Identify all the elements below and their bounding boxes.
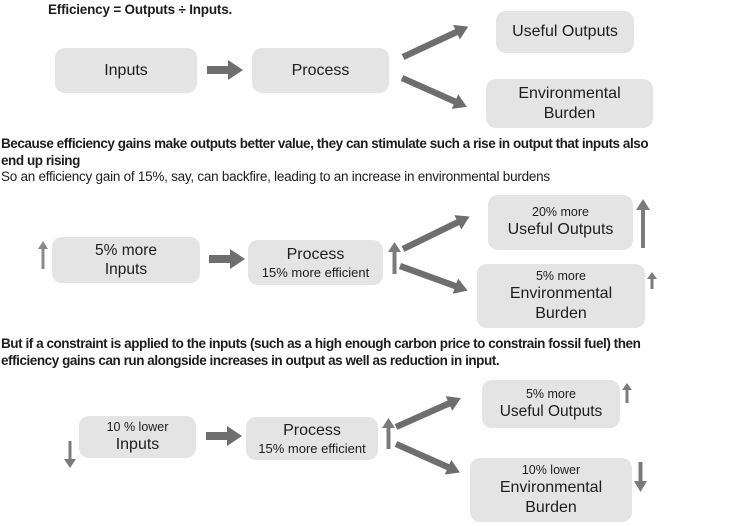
inputs-box: Inputs — [55, 48, 197, 93]
inputs-box: 5% more Inputs — [52, 237, 200, 283]
environmental-burden-box-label2: Environmental — [509, 284, 613, 302]
process-box: Process 15% more efficient — [248, 240, 383, 285]
useful-outputs-box: 5% more Useful Outputs — [482, 380, 620, 428]
process-box-label: Process — [291, 61, 350, 79]
environmental-burden-box-label1: 10% lower — [521, 462, 581, 477]
useful-outputs-box-label1: 20% more — [532, 205, 589, 219]
useful-outputs-box-label2: Useful Outputs — [499, 403, 603, 420]
inputs-box-label1: 10 % lower — [106, 419, 169, 434]
section3-text: But if a constraint is applied to the in… — [1, 336, 641, 369]
section2-text: Because efficiency gains make outputs be… — [1, 136, 649, 185]
useful-outputs-box-label2: Useful Outputs — [507, 221, 614, 238]
down-arrow-icon — [634, 462, 647, 492]
right-arrow-icon — [207, 60, 243, 80]
environmental-burden-box: 10% lower Environmental Burden — [470, 458, 632, 522]
section1-heading: Efficiency = Outputs ÷ Inputs. — [48, 2, 233, 17]
diagonal-down-arrow-icon — [400, 75, 467, 109]
up-arrow-icon — [622, 383, 632, 403]
inputs-box-label1: 5% more — [94, 242, 158, 259]
process-box-label2: 15% more efficient — [258, 441, 366, 456]
process-box-label2: 15% more efficient — [261, 265, 370, 280]
right-arrow-icon — [209, 249, 245, 269]
inputs-box-label: Inputs — [104, 61, 148, 79]
process-box: Process 15% more efficient — [246, 417, 378, 460]
process-box-label1: Process — [283, 422, 341, 439]
section3-heading-line1: But if a constraint is applied to the in… — [1, 336, 641, 351]
up-arrow-icon — [647, 272, 657, 289]
useful-outputs-box-label: Useful Outputs — [512, 23, 618, 40]
environmental-burden-box-label1: 5% more — [535, 268, 587, 283]
section3-heading-line2: efficiency gains can run alongside incre… — [1, 352, 500, 368]
section2-heading-line1: Because efficiency gains make outputs be… — [1, 136, 649, 151]
environmental-burden-box-label1: Environmental — [518, 84, 621, 102]
down-arrow-icon — [64, 441, 76, 468]
environmental-burden-box-label2: Environmental — [499, 478, 603, 496]
useful-outputs-box-label1: 5% more — [525, 387, 577, 401]
inputs-box: 10 % lower Inputs — [79, 416, 196, 458]
section2-heading-line2: end up rising — [1, 152, 80, 168]
environmental-burden-box-label3: Burden — [525, 498, 577, 516]
environmental-burden-box: 5% more Environmental Burden — [477, 264, 645, 328]
section2-subheading: So an efficiency gain of 15%, say, can b… — [1, 169, 550, 184]
process-box: Process — [252, 48, 389, 93]
useful-outputs-box: 20% more Useful Outputs — [488, 195, 633, 250]
diagonal-down-arrow-icon — [398, 262, 468, 294]
diagonal-down-arrow-icon — [394, 441, 460, 475]
environmental-burden-box: Environmental Burden — [486, 79, 653, 128]
environmental-burden-box-label2: Burden — [543, 104, 596, 122]
process-box-label1: Process — [286, 246, 345, 263]
inputs-box-label2: Inputs — [104, 261, 148, 278]
up-arrow-icon — [38, 241, 48, 269]
up-arrow-icon — [636, 199, 650, 248]
environmental-burden-box-label3: Burden — [535, 304, 587, 322]
diagonal-up-arrow-icon — [401, 24, 469, 60]
inputs-box-label2: Inputs — [115, 435, 160, 453]
up-arrow-icon — [382, 418, 395, 449]
right-arrow-icon — [206, 426, 242, 446]
useful-outputs-box: Useful Outputs — [496, 11, 634, 53]
diagonal-up-arrow-icon — [394, 396, 461, 430]
diagonal-up-arrow-icon — [401, 215, 470, 252]
up-arrow-icon — [388, 242, 401, 274]
